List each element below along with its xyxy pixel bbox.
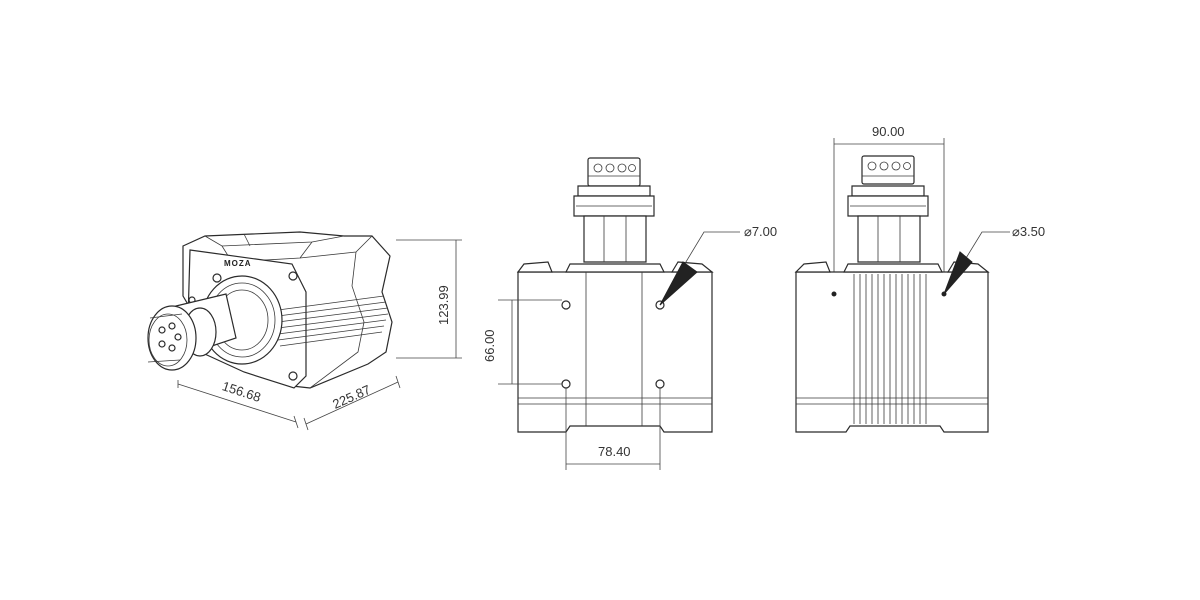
bolt-icon [288, 271, 298, 281]
dimension-shaft-width-label: 90.00 [872, 124, 905, 139]
quick-release-hub-icon [158, 322, 182, 352]
heatsink-fins [853, 274, 927, 424]
bolt-icon [212, 273, 222, 283]
heatsink-fins [277, 295, 389, 347]
side-view: 90.00 [794, 124, 1045, 433]
mount-hole-icon [831, 291, 837, 297]
mount-hole-icon [655, 379, 665, 389]
dimension-height-label: 123.99 [436, 285, 451, 325]
dimension-width-label: 156.68 [220, 378, 262, 405]
dimension-hole-horizontal-label: 78.40 [598, 444, 631, 459]
dimension-depth-label: 225.87 [330, 382, 372, 412]
connector-pins [867, 161, 911, 171]
leader-arrow-icon [943, 251, 973, 295]
connector-pins [593, 163, 636, 173]
dimension-hole-diameter-large-label: ⌀7.00 [744, 224, 777, 239]
mount-hole-icon [561, 300, 571, 310]
front-view: 66.00 78.40 ⌀7.00 [482, 157, 777, 470]
mount-hole-icon [561, 379, 571, 389]
bolt-icon [288, 371, 298, 381]
brand-logo: MOZA [224, 259, 252, 268]
dimension-hole-diameter-small-label: ⌀3.50 [1012, 224, 1045, 239]
leader-arrow-icon [659, 261, 698, 306]
isometric-view: MOZA [147, 231, 462, 431]
dimension-hole-vertical-label: 66.00 [482, 329, 497, 362]
